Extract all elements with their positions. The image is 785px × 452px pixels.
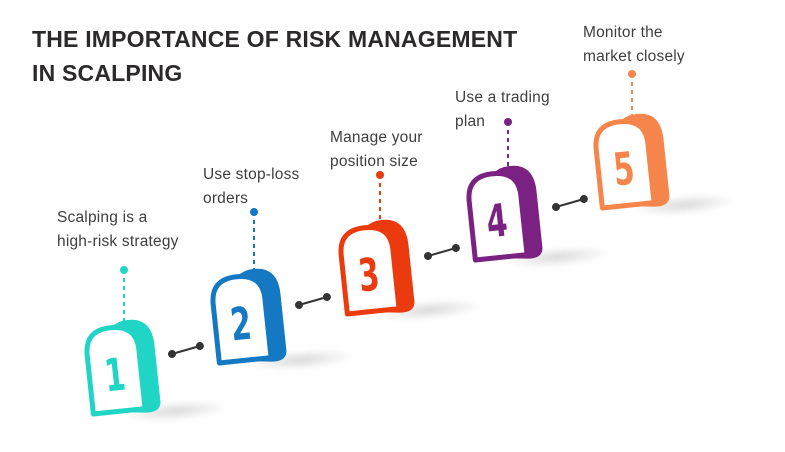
step-4-leader-line: [507, 130, 509, 170]
arch-shape-icon: [210, 268, 287, 366]
step-3-label: Manage your position size: [330, 129, 423, 170]
step-4-number: 4: [483, 193, 510, 249]
step-4-leader-dot-icon: [504, 118, 512, 126]
step-5-leader-dot-icon: [628, 70, 636, 78]
step-1-leader-dot-icon: [120, 266, 128, 274]
step-3-milestone-icon: 3: [332, 216, 434, 325]
step-2-number: 2: [227, 296, 254, 352]
connector-4-5-icon: [555, 198, 585, 208]
connector-3-4-icon: [427, 247, 457, 257]
step-4-label: Use a trading plan: [455, 89, 550, 130]
step-1-label: Scalping is a high-risk strategy: [57, 209, 179, 250]
step-3-leader-dot-icon: [376, 171, 384, 179]
step-5-milestone-icon: 5: [587, 110, 689, 219]
step-2-leader-line: [253, 220, 255, 273]
step-2-label: Use stop-loss orders: [203, 166, 300, 207]
arch-shape-icon: [84, 319, 161, 417]
step-2-milestone-icon: 2: [204, 265, 306, 374]
step-1-leader-line: [123, 278, 125, 324]
arch-shape-icon: [338, 219, 415, 317]
page-title: THE IMPORTANCE OF RISK MANAGEMENT IN SCA…: [32, 26, 518, 86]
step-5-label: Monitor the market closely: [583, 24, 685, 65]
arch-shape-icon: [593, 113, 670, 211]
connector-1-2-icon: [171, 345, 201, 355]
step-2-leader-dot-icon: [250, 208, 258, 216]
arch-shape-icon: [466, 165, 543, 263]
step-1-milestone-icon: 1: [78, 316, 180, 425]
step-5-leader-line: [631, 82, 633, 118]
step-3-leader-line: [379, 183, 381, 224]
step-3-number: 3: [355, 247, 382, 303]
step-5-number: 5: [610, 141, 637, 197]
step-4-milestone-icon: 4: [460, 162, 562, 271]
connector-2-3-icon: [298, 296, 328, 306]
step-1-number: 1: [101, 347, 128, 403]
